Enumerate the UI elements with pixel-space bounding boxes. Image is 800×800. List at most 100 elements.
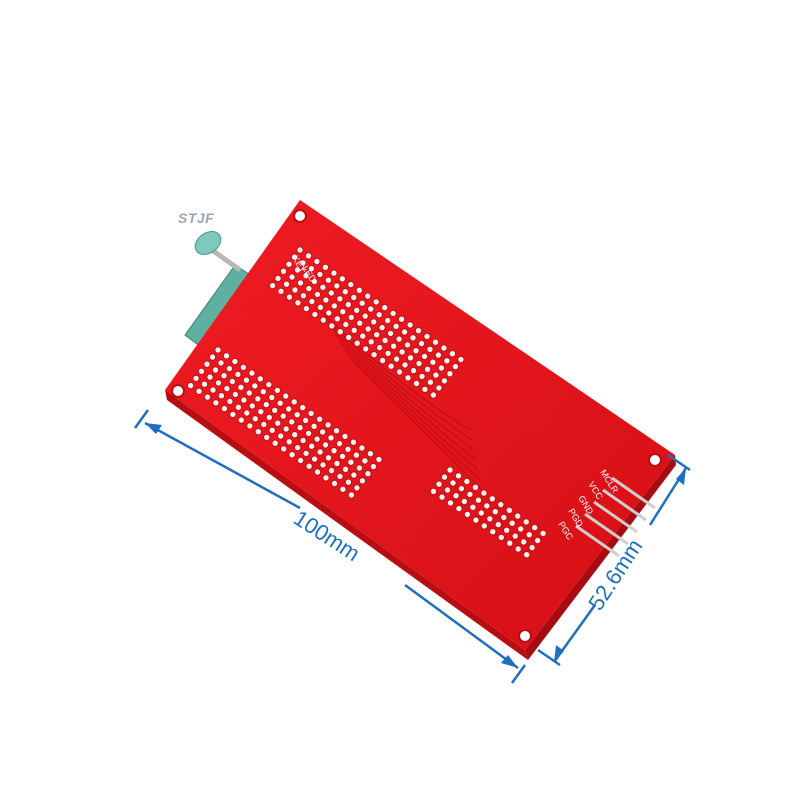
pin-pad xyxy=(316,270,324,279)
pin-pad xyxy=(339,485,347,493)
pin-pad xyxy=(378,356,387,365)
pin-pad xyxy=(454,472,463,480)
pin-pad xyxy=(443,357,451,365)
pin-pad xyxy=(463,510,472,519)
pin-pad xyxy=(400,328,409,336)
brand-watermark: STJF xyxy=(178,210,215,226)
pin-pad xyxy=(353,484,361,492)
pin-pad xyxy=(333,459,341,468)
pin-pad xyxy=(301,416,310,425)
pin-pad xyxy=(366,450,375,458)
pin-pad xyxy=(375,455,383,464)
icsp-header xyxy=(575,476,656,558)
pin-pad xyxy=(451,362,460,371)
pin-pad xyxy=(483,502,491,510)
pin-pad xyxy=(353,306,361,314)
pin-pad xyxy=(395,335,403,343)
pin-pad xyxy=(505,506,513,514)
pin-pad xyxy=(446,370,454,378)
pin-pad xyxy=(455,504,463,513)
pin-pad xyxy=(336,328,344,336)
pin-pad xyxy=(316,303,325,311)
pin-pad xyxy=(350,326,358,334)
pin-pad xyxy=(352,451,361,459)
pin-pad xyxy=(325,309,333,317)
pin-pad xyxy=(522,518,530,526)
pin-pad xyxy=(327,289,335,297)
pin-pad xyxy=(429,358,437,366)
pin-pad xyxy=(263,433,271,442)
pin-pad xyxy=(503,526,511,534)
pin-pad xyxy=(223,384,231,393)
pin-pad xyxy=(338,275,346,283)
pin-pad xyxy=(359,332,367,340)
pin-pad xyxy=(248,369,256,377)
pin-pad xyxy=(370,351,378,359)
pin-pad xyxy=(443,486,452,494)
pin-pad xyxy=(347,313,355,322)
pin-pad xyxy=(304,429,313,438)
pin-pad xyxy=(279,412,287,420)
pin-pad xyxy=(335,439,344,448)
pin-pad xyxy=(440,377,449,385)
pin-pad xyxy=(285,405,293,413)
pin-pad xyxy=(491,508,499,516)
pin-pad xyxy=(225,364,234,373)
pin-pad xyxy=(254,428,262,436)
pin-pad xyxy=(288,418,296,426)
pin-pad xyxy=(268,426,276,434)
pin-pad xyxy=(350,471,358,479)
pin-pad xyxy=(437,364,446,372)
pin-pad xyxy=(381,303,389,312)
pin-pad xyxy=(415,359,423,368)
pin-pad xyxy=(412,347,420,355)
pin-pad xyxy=(420,352,429,361)
pin-pad xyxy=(305,462,313,470)
pin-pad xyxy=(440,344,448,352)
pin-pad xyxy=(330,479,339,488)
pin-pad xyxy=(508,519,516,527)
pin-pad xyxy=(302,449,310,458)
pin-pad xyxy=(260,420,268,429)
pin-pad xyxy=(514,545,522,553)
pin-pad xyxy=(426,378,435,386)
pin-pad xyxy=(406,354,415,362)
pin-pad xyxy=(228,377,237,386)
pin-pad xyxy=(330,302,338,310)
pin-pad xyxy=(358,477,367,485)
pin-pad xyxy=(463,477,471,486)
pin-pad xyxy=(257,408,265,416)
pin-pad xyxy=(299,403,307,412)
pin-pad xyxy=(514,512,522,520)
pin-pad xyxy=(200,380,209,388)
pin-pad xyxy=(448,350,457,358)
pin-pad xyxy=(243,409,251,417)
pin-pad xyxy=(497,500,505,509)
pin-pad xyxy=(332,427,341,435)
pin-pad xyxy=(285,438,293,446)
pin-pad xyxy=(328,322,336,330)
pin-pad xyxy=(296,423,304,432)
pin-pad xyxy=(273,386,281,394)
pin-pad xyxy=(373,331,381,339)
pin-pad xyxy=(313,468,322,476)
pin-pad xyxy=(311,310,319,319)
pin-pad xyxy=(299,292,308,300)
pin-pad xyxy=(506,539,514,547)
pin-pad xyxy=(222,352,231,360)
pin-pad xyxy=(197,367,206,375)
pin-pad xyxy=(494,520,502,529)
dimension-length xyxy=(133,409,527,684)
pin-pad xyxy=(383,316,392,325)
pin-pad xyxy=(342,320,350,329)
pin-pad xyxy=(480,522,488,530)
pin-pad xyxy=(406,321,414,329)
pin-pad xyxy=(350,293,358,302)
pin-pad xyxy=(435,384,443,392)
pin-pad xyxy=(367,338,375,346)
pin-pad xyxy=(319,461,327,469)
pin-pad xyxy=(358,444,366,452)
pin-pad xyxy=(395,368,404,376)
pin-pad xyxy=(404,374,412,382)
pin-pad xyxy=(192,374,200,383)
